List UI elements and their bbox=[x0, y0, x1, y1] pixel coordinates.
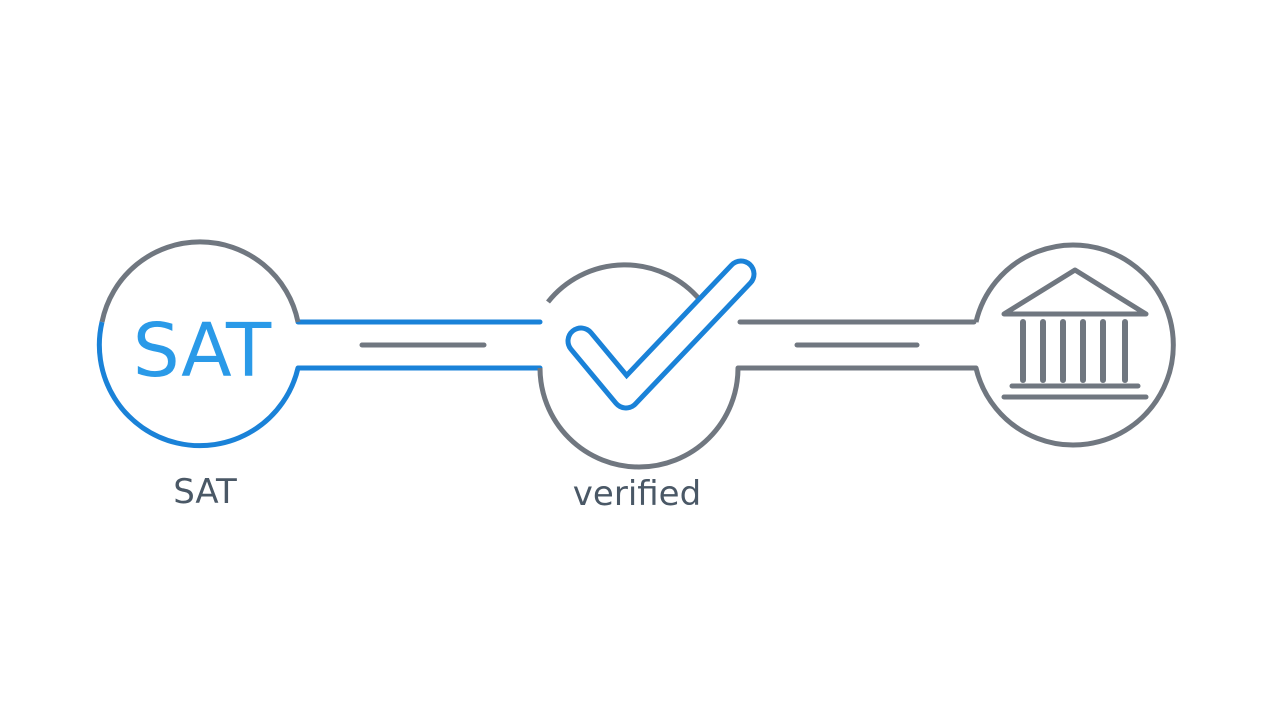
verified-node-ring-top bbox=[546, 262, 702, 304]
sat-node: SAT bbox=[96, 239, 301, 449]
sat-badge-icon: SAT bbox=[133, 308, 272, 394]
checkmark-icon-inner bbox=[570, 263, 752, 406]
verified-node-ring-bottom bbox=[537, 367, 741, 470]
sat-node-ring-bottom bbox=[96, 321, 301, 449]
verified-caption: verified bbox=[572, 474, 702, 514]
sat-node-ring-top bbox=[99, 239, 301, 323]
sat-caption: SAT bbox=[173, 472, 237, 512]
bank-roof bbox=[1001, 267, 1149, 317]
bank-building-icon bbox=[1001, 267, 1149, 400]
connector-sat-verified bbox=[295, 319, 543, 371]
connector-verified-bank bbox=[735, 319, 979, 371]
verified-node bbox=[537, 258, 757, 470]
bank-node bbox=[973, 242, 1176, 448]
bank-node-ring bbox=[973, 242, 1176, 448]
